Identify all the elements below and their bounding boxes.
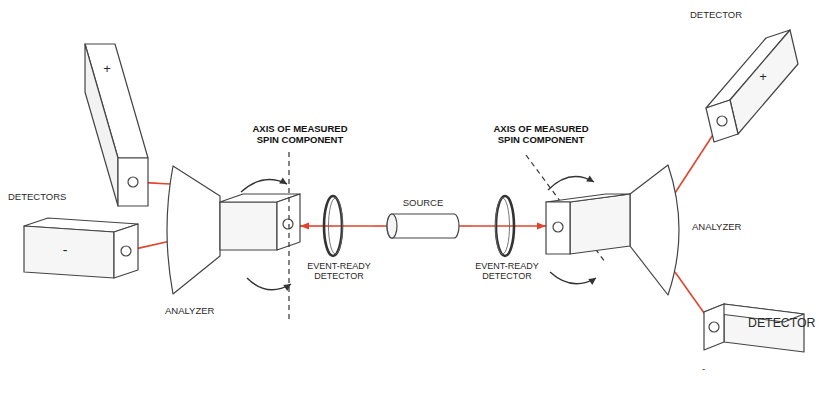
beam-line [140,242,165,248]
beam-line [150,182,165,184]
beam-line [462,225,472,227]
beam-line [695,300,700,307]
detector-box-outline [688,8,803,153]
polarity-sign: + [752,70,774,85]
particle-beam [537,222,546,229]
part-label: SOURCE [384,198,462,209]
particle-beam [150,182,165,184]
beam-stub [472,225,505,227]
arrowhead [537,222,546,229]
polarity-sign: DETECTOR [748,316,774,330]
particle-beam [697,153,702,160]
particle-beam [300,222,309,229]
analyzer: ANALYZER [546,160,761,300]
detector-box: + [80,42,150,208]
source-cylinder: SOURCE [384,198,462,240]
part-label: - [702,364,782,375]
axis-label: AXIS OF MEASURED SPIN COMPONENT [244,124,356,146]
beam-stub [333,225,374,227]
detector-box-outline [700,300,810,384]
detector-box-outline [22,216,140,288]
beam-line [374,225,384,227]
event-ready-ring: EVENT-READY DETECTOR [304,193,374,291]
beam-line [697,153,702,160]
particle-beam [462,226,472,227]
part-label: ANALYZER [692,222,758,233]
beam-stub [505,225,542,227]
polarity-sign: - [50,242,80,258]
part-label: ANALYZER [165,306,255,317]
detector-box: DETECTOR + [688,8,803,153]
part-label: EVENT-READY DETECTOR [472,261,542,282]
analyzer: ANALYZER [165,160,300,320]
part-label: EVENT-READY DETECTOR [304,261,374,282]
particle-beam [695,300,700,307]
particle-beam [140,242,165,248]
particle-beam [374,226,384,227]
arrowhead [300,222,309,229]
detector-box: - [22,216,140,288]
polarity-sign: + [92,62,122,77]
axis-label: AXIS OF MEASURED SPIN COMPONENT [485,124,597,146]
detector-box: DETECTOR - [700,300,810,384]
beam-stub [675,272,695,300]
event-ready-ring: EVENT-READY DETECTOR [472,193,542,291]
part-label: DETECTOR [690,10,770,21]
beam-stub [675,160,697,193]
detector-box-outline [80,42,150,208]
analyzer-outline [165,160,300,320]
group-label: DETECTORS [8,192,80,203]
